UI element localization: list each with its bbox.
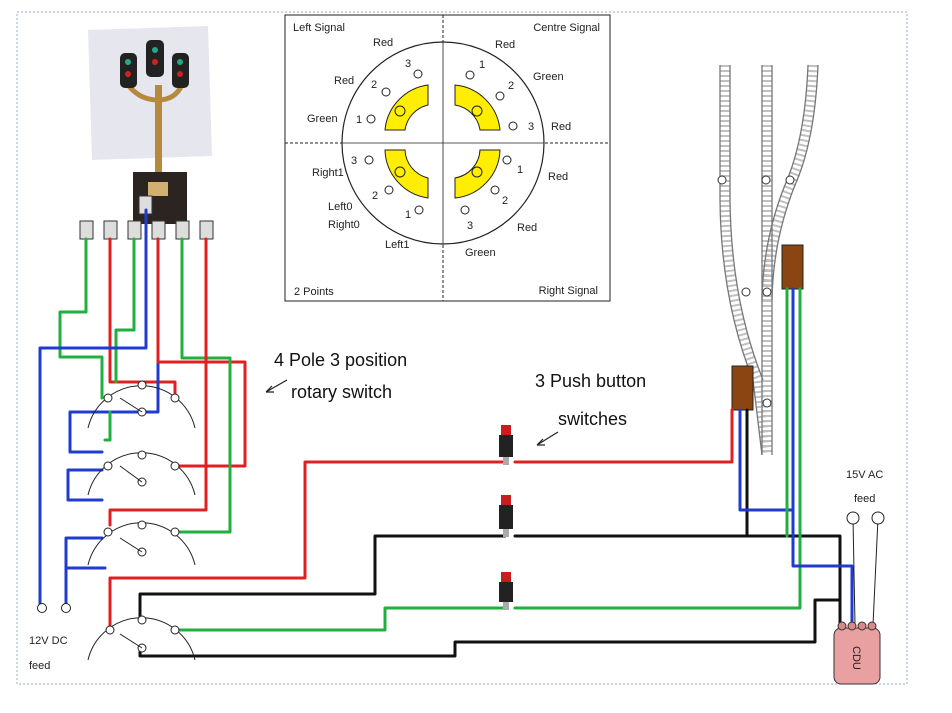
rotary-arrow	[265, 379, 288, 393]
points-num3: 3	[351, 155, 357, 167]
cdu: CDU	[833, 511, 885, 685]
right-signal-num2: 2	[502, 195, 508, 207]
ac-feed-label-line2: feed	[854, 493, 875, 505]
point-motor-lower	[731, 365, 754, 411]
quadrant-label-centre-signal: Centre Signal	[533, 22, 600, 34]
right-signal-num1: 1	[517, 164, 523, 176]
left-signal-num2: 2	[371, 79, 377, 91]
rotary-annotation-line1: 4 Pole 3 position	[274, 350, 407, 370]
dc-terminal-1	[37, 603, 47, 613]
ac-feed-label-line1: 15V AC	[846, 469, 883, 481]
rotary-switch-1	[87, 380, 196, 429]
track-turnout	[717, 64, 819, 456]
signal-head-left	[120, 53, 137, 88]
right-signal-pos3-label: Green	[465, 247, 496, 259]
left-signal-pos1-label: Green	[307, 113, 338, 125]
signal-photo	[88, 26, 212, 224]
outer-frame	[16, 11, 908, 685]
quadrant-label-left-signal: Left Signal	[293, 22, 345, 34]
signal-head-right	[172, 53, 189, 88]
cdu-label: CDU	[850, 646, 862, 670]
rotary-switch-3	[87, 520, 196, 566]
push-button-3	[499, 572, 513, 610]
right-signal-pos1-label: Red	[548, 171, 568, 183]
left-signal-num1: 1	[356, 114, 362, 126]
right-signal-pos2-label: Red	[517, 222, 537, 234]
points-num2: 2	[372, 190, 378, 202]
points-num1: 1	[405, 209, 411, 221]
left-signal-pos3-label: Red	[373, 37, 393, 49]
selector-panel: Left Signal Centre Signal 2 Points Right…	[284, 14, 611, 302]
rotary-switch-2	[87, 450, 196, 496]
centre-signal-num3: 3	[528, 121, 534, 133]
rotary-annotation-line2: rotary switch	[291, 382, 392, 402]
points-pos2b-label: Right0	[328, 219, 360, 231]
left-signal-pos2-label: Red	[334, 75, 354, 87]
push-button-1	[499, 425, 513, 465]
signal-head-centre	[146, 40, 164, 77]
indicator-centre-signal	[454, 84, 501, 131]
centre-signal-pos3-label: Red	[551, 121, 571, 133]
indicator-right-signal	[454, 149, 501, 199]
centre-signal-pos1-label: Red	[495, 39, 515, 51]
wires	[38, 208, 854, 658]
points-pos3-label: Right1	[312, 167, 344, 179]
point-motor-upper	[781, 244, 804, 290]
push-button-2	[499, 495, 513, 537]
indicator-left-signal	[384, 84, 429, 131]
quadrant-label-points: 2 Points	[294, 286, 334, 298]
rotary-switch-4	[87, 615, 196, 661]
centre-signal-pos2-label: Green	[533, 71, 564, 83]
centre-signal-num1: 1	[479, 59, 485, 71]
right-signal-num3: 3	[467, 220, 473, 232]
quadrant-label-right-signal: Right Signal	[539, 285, 598, 297]
push-annotation-line1: 3 Push button	[535, 371, 646, 391]
centre-signal-num2: 2	[508, 80, 514, 92]
dc-terminal-2	[61, 603, 71, 613]
ac-terminal-1	[846, 511, 860, 525]
push-annotation-line2: switches	[558, 409, 627, 429]
push-arrow	[536, 431, 559, 446]
left-signal-num3: 3	[405, 58, 411, 70]
ac-terminal-2	[871, 511, 885, 525]
points-pos2a-label: Left0	[328, 201, 352, 213]
indicator-points	[384, 149, 429, 199]
points-pos1-label: Left1	[385, 239, 409, 251]
signal-terminals	[79, 220, 214, 240]
dc-feed-label-line2: feed	[29, 660, 50, 672]
dc-feed-label-line1: 12V DC	[29, 635, 68, 647]
